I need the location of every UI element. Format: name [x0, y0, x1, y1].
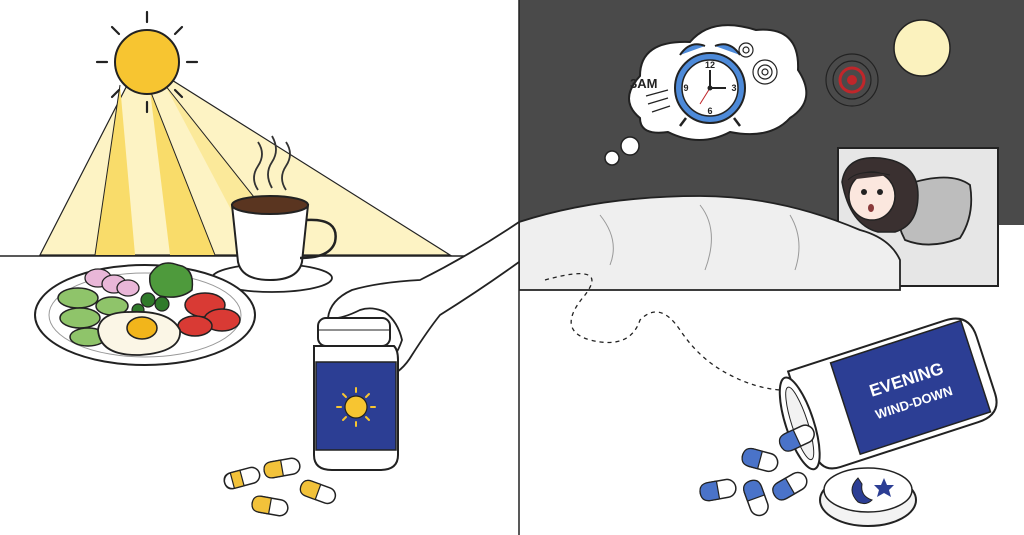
morning-supplement-bottle [313, 317, 399, 471]
coffee-cup-icon [211, 135, 337, 293]
reaching-hand [327, 221, 519, 379]
morning-panel [0, 10, 519, 517]
night-panel: 3AM 12 3 6 9 [519, 0, 1024, 535]
sun-icon [336, 387, 376, 427]
svg-text:3: 3 [731, 83, 736, 93]
evening-supplement-bottle: EVENING WIND-DOWN [778, 317, 998, 471]
sleepless-person [841, 156, 919, 233]
moon-icon [893, 19, 951, 77]
svg-text:9: 9 [683, 83, 688, 93]
bed [519, 147, 999, 291]
dashed-path [544, 273, 781, 391]
blanket [519, 195, 901, 291]
svg-text:6: 6 [707, 106, 712, 116]
sun-icon [95, 10, 199, 114]
morning-pills [223, 457, 337, 517]
alarm-clock-icon: 12 3 6 9 [674, 43, 746, 127]
star-icon [874, 478, 894, 497]
moon-icon [851, 477, 873, 505]
time-label: 3AM [630, 76, 657, 91]
thought-bubble: 3AM 12 3 6 9 [604, 24, 808, 166]
bottle-cap [819, 467, 917, 527]
svg-text:12: 12 [705, 60, 715, 70]
breakfast-plate [34, 262, 256, 366]
evening-pills [699, 424, 815, 517]
anxiety-spiral-icon [825, 53, 879, 107]
